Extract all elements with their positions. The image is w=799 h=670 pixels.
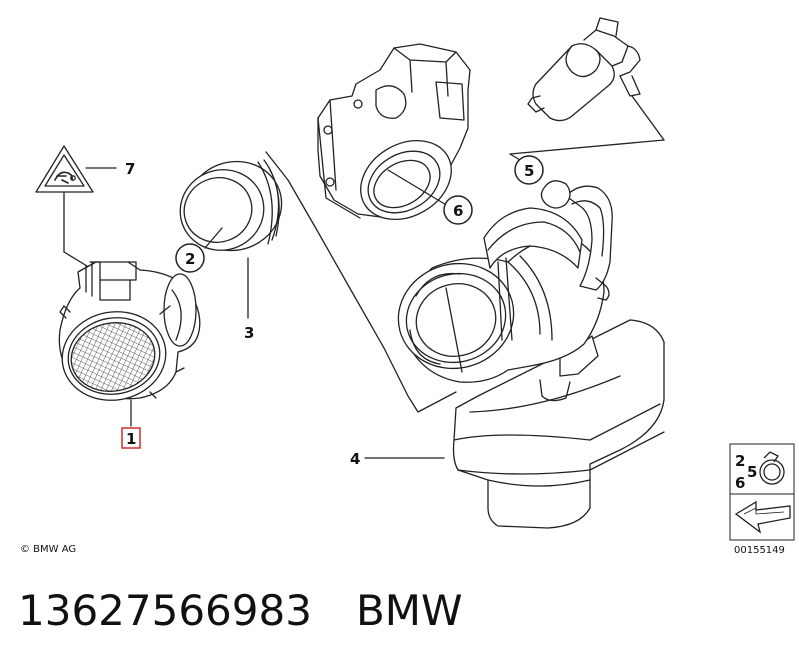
callout-3: 3 [244, 324, 254, 342]
callout-2: 2 [185, 250, 195, 268]
callout-1-highlight-box [121, 427, 141, 449]
legend-number-2: 2 [735, 452, 745, 470]
callout-5: 5 [524, 162, 534, 180]
legend-number-5: 5 [747, 463, 757, 481]
part-number: 13627566983 [18, 586, 312, 635]
copyright-text: © BMW AG [20, 544, 76, 555]
callout-7: 7 [125, 160, 135, 178]
arrow-icon [734, 500, 791, 534]
intake-housing-part [397, 180, 665, 529]
warning-label-part [35, 145, 94, 193]
callout-1: 1 [126, 430, 136, 448]
brand-name: BMW [355, 586, 463, 635]
diagram-id: 00155149 [734, 545, 785, 556]
callout-6: 6 [453, 202, 463, 220]
air-mass-meter-part [58, 261, 201, 401]
callout-4: 4 [350, 450, 360, 468]
idle-valve-part [527, 17, 641, 122]
footer-caption: 13627566983 BMW [18, 586, 463, 635]
hose-clamp-icon [759, 451, 785, 485]
legend-number-6: 6 [735, 474, 745, 492]
legend-box: 2 5 6 [729, 443, 795, 541]
seal-ring-part [179, 159, 283, 252]
throttle-body-part [317, 43, 471, 220]
